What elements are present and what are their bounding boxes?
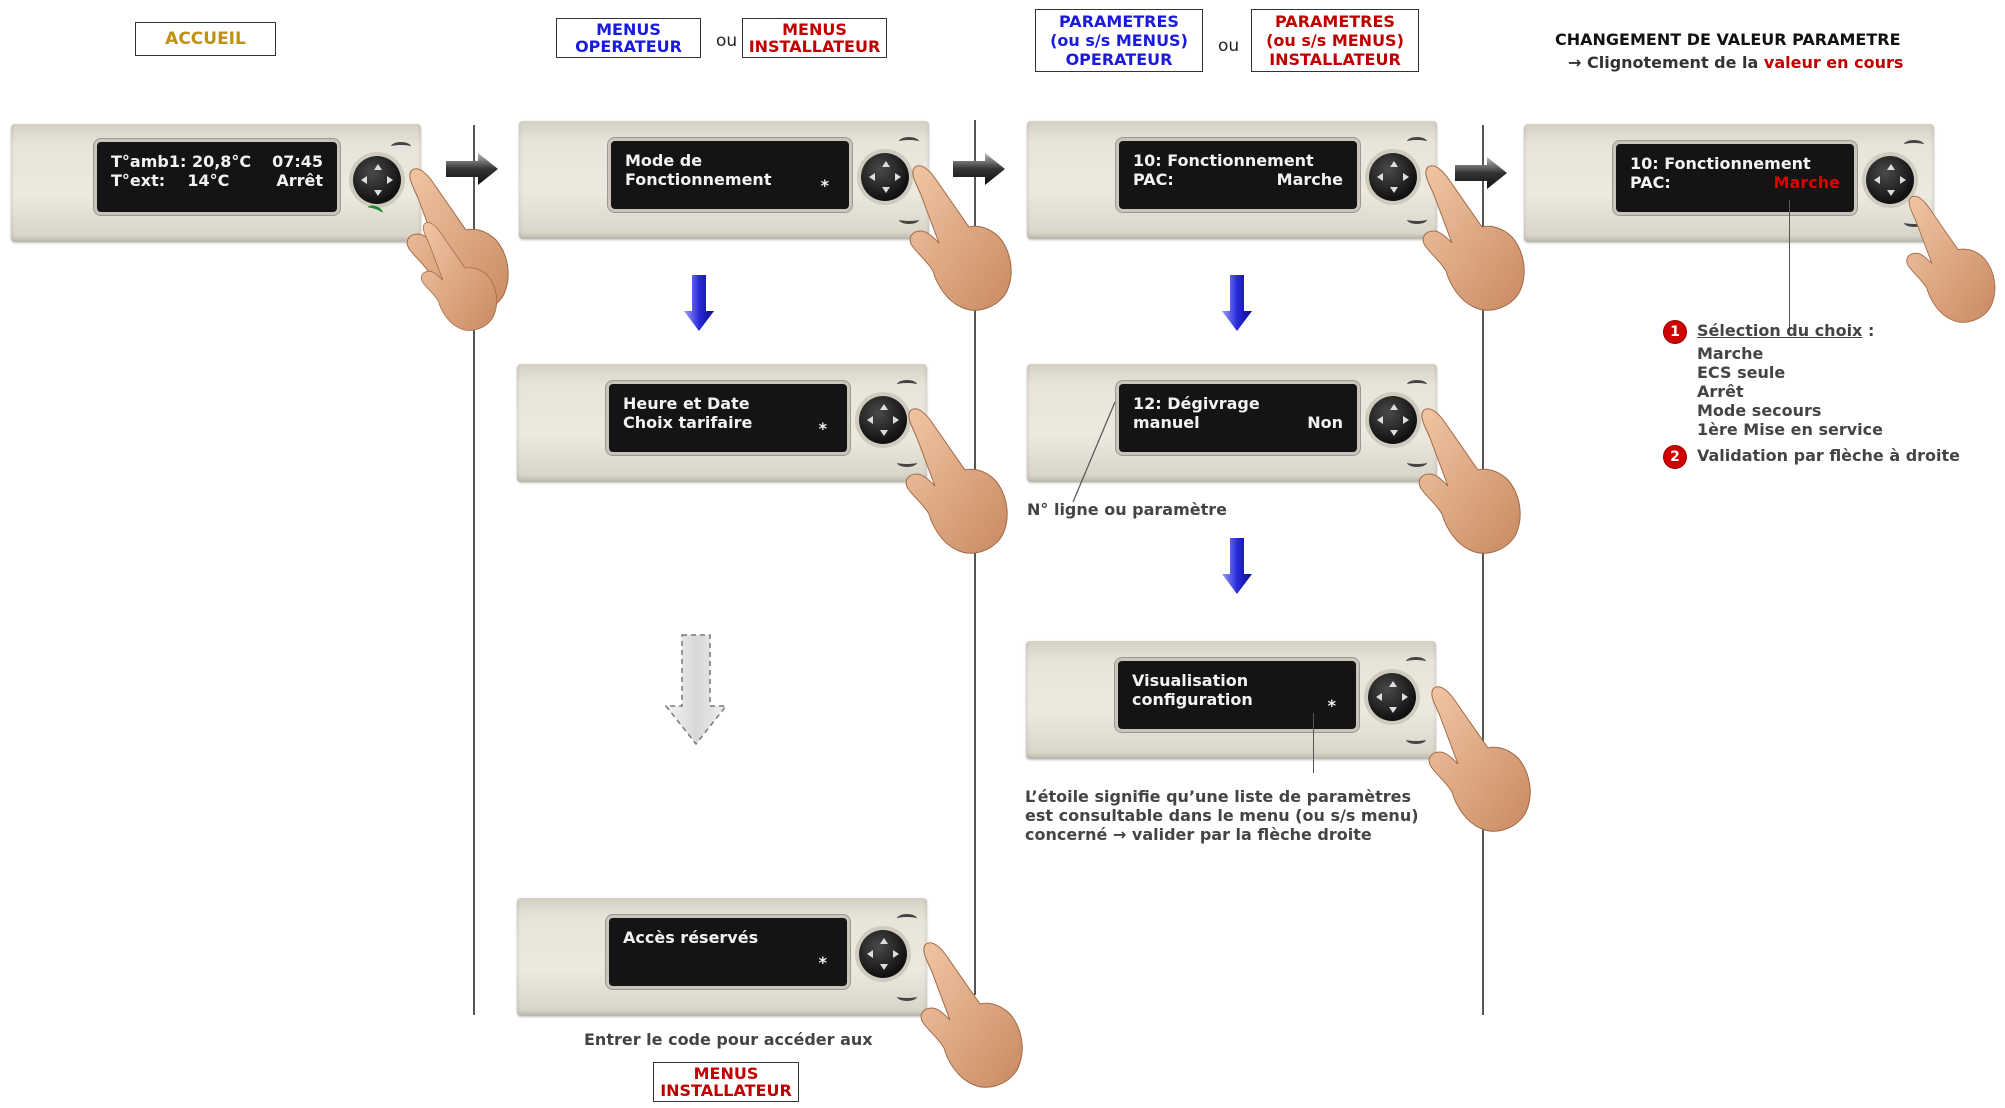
pointing-hand-icon	[1422, 165, 1525, 311]
choice-pointer	[1789, 200, 1791, 330]
green-led-icon	[365, 203, 385, 218]
choice-item: ECS seule	[1697, 363, 1786, 382]
accueil-label: ACCUEIL	[135, 22, 276, 56]
lcd-acces: Accès réservés *	[609, 918, 847, 986]
etoile-note: L’étoile signifie qu’une liste de paramè…	[1025, 787, 1419, 844]
arrow-right-1	[446, 153, 498, 185]
etoile-pointer	[1313, 713, 1315, 773]
navigation-knob[interactable]	[1866, 156, 1914, 204]
arrow-right-2	[953, 153, 1005, 185]
pointing-hand-icon	[920, 942, 1023, 1088]
arrow-down-1	[684, 275, 714, 331]
separator-3	[1482, 125, 1484, 1015]
changement-subtitle: → Clignotement de la valeur en cours	[1568, 53, 1904, 72]
navigation-knob[interactable]	[353, 156, 401, 204]
num-ligne-pointer	[1072, 401, 1116, 503]
choice-item: Marche	[1697, 344, 1764, 363]
device-param-10: 10: Fonctionnement PAC:Marche	[1027, 121, 1437, 239]
ou-text-1: ou	[716, 31, 738, 51]
step-1-badge: 1	[1663, 320, 1687, 344]
pointing-hand-icon	[1906, 195, 1996, 323]
device-param-10-edit: 10: Fonctionnement PAC:Marche	[1524, 124, 1934, 242]
lcd-param-10-edit: 10: Fonctionnement PAC:Marche	[1616, 144, 1854, 212]
choice-item: 1ère Mise en service	[1697, 420, 1883, 439]
parametres-operateur-label: PARAMETRES(ou s/s MENUS)OPERATEUR	[1035, 9, 1203, 72]
arrow-down-dashed	[665, 634, 727, 746]
num-ligne-note: N° ligne ou paramètre	[1027, 500, 1227, 519]
ou-text-2: ou	[1218, 36, 1240, 56]
navigation-knob[interactable]	[1369, 153, 1417, 201]
step-2-badge: 2	[1663, 445, 1687, 469]
navigation-knob[interactable]	[1368, 673, 1416, 721]
navigation-knob[interactable]	[1369, 396, 1417, 444]
lcd-param-10: 10: Fonctionnement PAC:Marche	[1119, 141, 1357, 209]
pointing-hand-icon	[909, 165, 1012, 311]
separator-1	[473, 125, 475, 1015]
pointing-hand-icon	[1418, 408, 1521, 554]
choice-item: Arrêt	[1697, 382, 1744, 401]
parametres-installateur-label: PARAMETRES(ou s/s MENUS)INSTALLATEUR	[1251, 9, 1419, 72]
arrow-right-3	[1455, 157, 1507, 189]
entrer-code-note: Entrer le code pour accéder aux	[584, 1030, 873, 1049]
navigation-knob[interactable]	[859, 396, 907, 444]
pointing-hand-icon	[1428, 686, 1531, 832]
pointing-hand-icon	[905, 408, 1008, 554]
navigation-knob[interactable]	[859, 930, 907, 978]
device-acces: Accès réservés *	[517, 898, 927, 1016]
separator-2	[974, 120, 976, 995]
navigation-knob[interactable]	[861, 153, 909, 201]
arrow-down-3	[1222, 538, 1252, 594]
arrow-down-2	[1222, 275, 1252, 331]
choice-item: Mode secours	[1697, 401, 1822, 420]
pointing-hand-icon	[420, 222, 498, 331]
changement-title: CHANGEMENT DE VALEUR PARAMETRE	[1555, 30, 1901, 49]
